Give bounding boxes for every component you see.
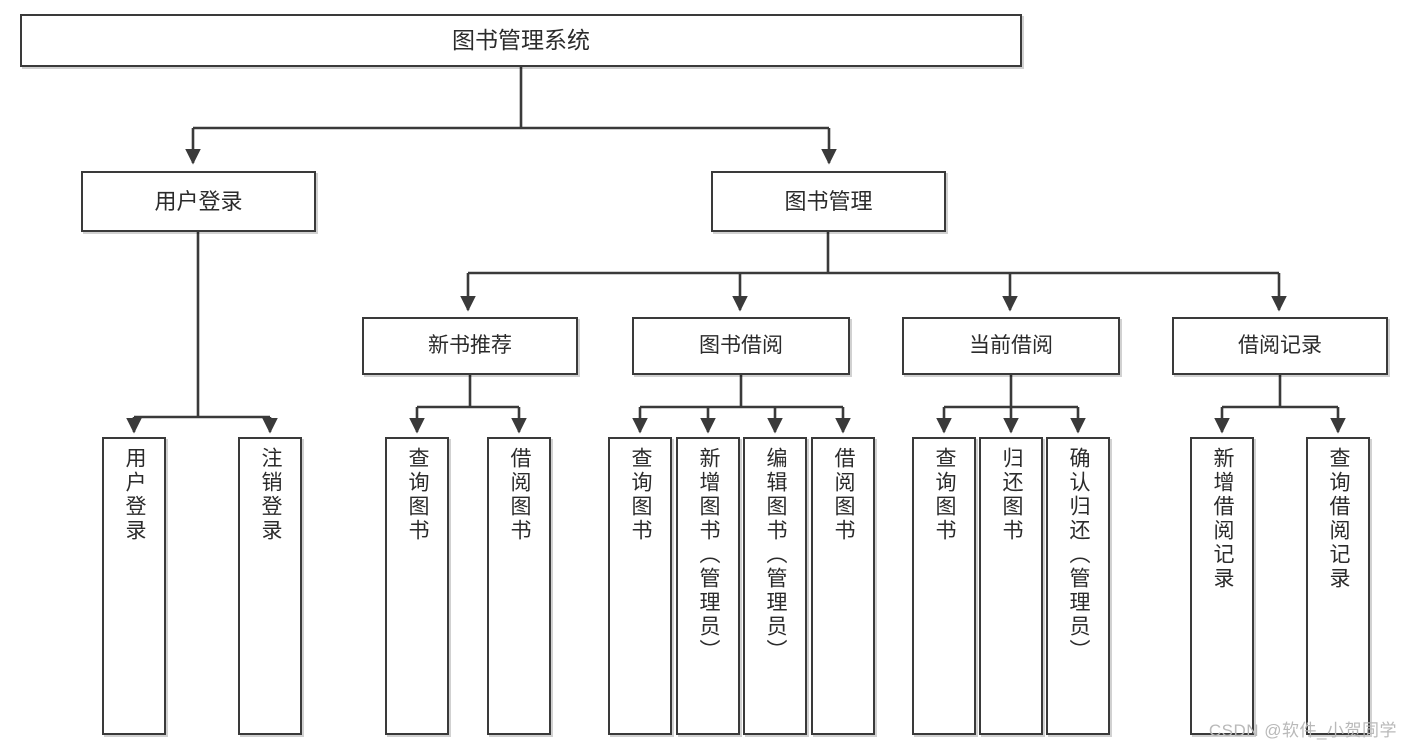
leaf-add-book-admin[interactable]: 新增图书（管理员） bbox=[676, 437, 740, 735]
node-label: 查询图书 bbox=[933, 447, 957, 543]
node-label: 用户登录 bbox=[123, 447, 147, 543]
node-label: 当前借阅 bbox=[969, 333, 1053, 357]
node-label: 查询借阅记录 bbox=[1327, 447, 1351, 591]
leaf-borrow-books-recommend[interactable]: 借阅图书 bbox=[487, 437, 551, 735]
node-label: 查询图书 bbox=[629, 447, 653, 543]
node-current-borrow[interactable]: 当前借阅 bbox=[902, 317, 1120, 375]
node-label: 图书管理 bbox=[784, 188, 873, 214]
node-user-login[interactable]: 用户登录 bbox=[81, 171, 316, 232]
node-label: 新书推荐 bbox=[428, 333, 512, 357]
node-new-book-recommend[interactable]: 新书推荐 bbox=[362, 317, 578, 375]
node-label: 注销登录 bbox=[259, 447, 283, 543]
node-label: 借阅记录 bbox=[1238, 333, 1322, 357]
node-label: 归还图书 bbox=[1000, 447, 1024, 543]
node-label: 查询图书 bbox=[406, 447, 430, 543]
leaf-return-books[interactable]: 归还图书 bbox=[979, 437, 1043, 735]
node-book-management[interactable]: 图书管理 bbox=[711, 171, 946, 232]
node-label: 借阅图书 bbox=[832, 447, 856, 543]
node-label: 借阅图书 bbox=[508, 447, 532, 543]
leaf-query-books-current[interactable]: 查询图书 bbox=[912, 437, 976, 735]
leaf-add-borrow-record[interactable]: 新增借阅记录 bbox=[1190, 437, 1254, 735]
node-label: 确认归还（管理员） bbox=[1067, 447, 1091, 663]
node-label: 新增图书（管理员） bbox=[697, 447, 721, 663]
node-label: 图书借阅 bbox=[699, 333, 783, 357]
leaf-logout[interactable]: 注销登录 bbox=[238, 437, 302, 735]
node-label: 编辑图书（管理员） bbox=[764, 447, 788, 663]
node-label: 图书管理系统 bbox=[452, 26, 590, 53]
node-borrow-records[interactable]: 借阅记录 bbox=[1172, 317, 1388, 375]
leaf-query-books-borrow[interactable]: 查询图书 bbox=[608, 437, 672, 735]
node-root-system[interactable]: 图书管理系统 bbox=[20, 14, 1022, 67]
node-label: 用户登录 bbox=[154, 188, 243, 214]
node-label: 新增借阅记录 bbox=[1211, 447, 1235, 591]
leaf-borrow-books[interactable]: 借阅图书 bbox=[811, 437, 875, 735]
node-book-borrow[interactable]: 图书借阅 bbox=[632, 317, 850, 375]
leaf-query-books-recommend[interactable]: 查询图书 bbox=[385, 437, 449, 735]
leaf-confirm-return-admin[interactable]: 确认归还（管理员） bbox=[1046, 437, 1110, 735]
leaf-query-borrow-record[interactable]: 查询借阅记录 bbox=[1306, 437, 1370, 735]
watermark-text: CSDN @软件_小贺同学 bbox=[1208, 721, 1397, 740]
leaf-user-login[interactable]: 用户登录 bbox=[102, 437, 166, 735]
leaf-edit-book-admin[interactable]: 编辑图书（管理员） bbox=[743, 437, 807, 735]
